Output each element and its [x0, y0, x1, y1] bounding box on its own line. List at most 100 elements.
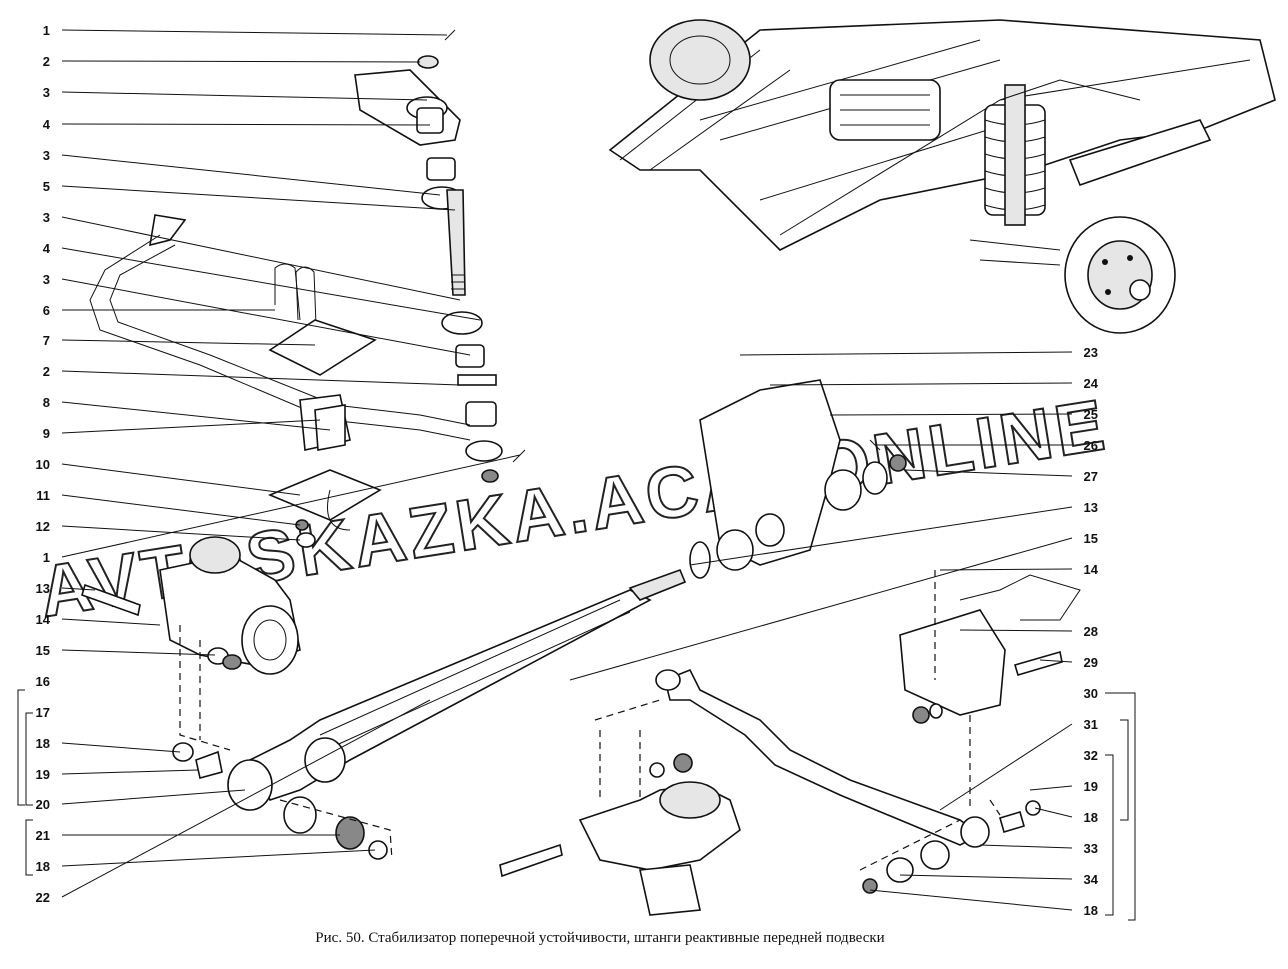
leader-line	[61, 789, 246, 805]
callout-label: 28	[1084, 624, 1098, 639]
callout-label: 30	[1084, 686, 1098, 701]
leader-line	[61, 185, 456, 211]
leader-line	[61, 419, 321, 434]
chassis-overview	[608, 19, 1276, 334]
leader-line	[61, 370, 461, 386]
callout-label: 18	[36, 859, 50, 874]
leader-line	[61, 742, 181, 753]
leader-line	[979, 844, 1073, 849]
brake-disc	[1064, 216, 1176, 334]
callout-label: 14	[1084, 562, 1099, 577]
callout-label: 5	[43, 179, 50, 194]
leader-line	[939, 723, 1073, 811]
callout-label: 17	[36, 705, 50, 720]
leader-line	[739, 351, 1073, 356]
leader-line	[769, 382, 1073, 386]
callout-label: 18	[1084, 810, 1098, 825]
leader-line	[569, 537, 1073, 681]
callout-label: 26	[1084, 438, 1098, 453]
callout-label: 7	[43, 333, 50, 348]
leader-line	[61, 769, 199, 775]
callout-label: 32	[1084, 748, 1098, 763]
leader-line	[61, 339, 316, 346]
callout-label: 29	[1084, 655, 1098, 670]
leader-line	[61, 29, 448, 36]
callout-label: 13	[1084, 500, 1098, 515]
callout-label: 24	[1084, 376, 1099, 391]
callout-label: 22	[36, 890, 50, 905]
leader-line	[61, 699, 431, 898]
frame-bracket	[859, 570, 1081, 894]
leader-line	[959, 629, 1073, 632]
leader-line	[61, 401, 331, 431]
callout-label: 15	[36, 643, 50, 658]
stabilizer-bar-lower	[499, 668, 982, 916]
callout-label: 34	[1084, 872, 1099, 887]
leader-layer	[61, 29, 1073, 911]
callout-label: 19	[36, 767, 50, 782]
leader-line	[869, 889, 1073, 911]
callout-label: 16	[36, 674, 50, 689]
callout-label: 6	[43, 303, 50, 318]
callout-label: 2	[43, 364, 50, 379]
callout-label: 3	[43, 148, 50, 163]
steering-knuckle	[81, 536, 301, 751]
leader-line	[61, 618, 161, 626]
leader-line	[1029, 785, 1073, 791]
callout-label: 33	[1084, 841, 1098, 856]
callout-label: 3	[43, 272, 50, 287]
callout-label: 18	[1084, 903, 1098, 918]
callout-label: 20	[36, 797, 50, 812]
figure-caption: Рис. 50. Стабилизатор поперечной устойчи…	[315, 930, 885, 946]
group-brackets	[17, 689, 1136, 921]
callout-label: 19	[1084, 779, 1098, 794]
leader-line	[61, 494, 301, 526]
reaction-rod	[172, 568, 687, 861]
leader-line	[61, 463, 301, 496]
callout-layer: 1234353436728910111211314151617181920211…	[36, 23, 1099, 918]
leader-line	[61, 454, 521, 558]
callout-label: 25	[1084, 407, 1098, 422]
leader-line	[829, 413, 1073, 416]
callout-label: 14	[36, 612, 51, 627]
callout-label: 1	[43, 23, 50, 38]
leader-line	[61, 216, 461, 301]
callout-label: 31	[1084, 717, 1098, 732]
leader-line	[939, 568, 1073, 571]
callout-label: 9	[43, 426, 50, 441]
leader-line	[61, 849, 376, 867]
leader-line	[899, 874, 1073, 880]
leader-line	[61, 587, 96, 591]
leader-line	[61, 154, 441, 196]
callout-label: 4	[43, 117, 51, 132]
coil-spring	[984, 84, 1046, 226]
callout-label: 10	[36, 457, 50, 472]
callout-label: 3	[43, 85, 50, 100]
leader-line	[1034, 807, 1073, 818]
leader-line	[61, 123, 431, 126]
leader-line	[61, 247, 481, 321]
callout-label: 13	[36, 581, 50, 596]
callout-label: 11	[36, 488, 50, 503]
leader-line	[61, 278, 471, 356]
callout-label: 4	[43, 241, 51, 256]
callout-label: 27	[1084, 469, 1098, 484]
leader-line	[61, 649, 216, 656]
stabilizer-bar	[89, 214, 471, 441]
leader-line	[61, 91, 428, 101]
callout-label: 8	[43, 395, 50, 410]
stabilizer-link-assembly	[354, 29, 526, 483]
callout-label: 1	[43, 550, 50, 565]
callout-label: 23	[1084, 345, 1098, 360]
leader-line	[904, 469, 1073, 477]
leader-line	[61, 60, 421, 63]
callout-label: 3	[43, 210, 50, 225]
callout-label: 18	[36, 736, 50, 751]
leader-line	[61, 525, 301, 541]
leader-line	[1039, 659, 1073, 663]
callout-label: 15	[1084, 531, 1098, 546]
callout-label: 2	[43, 54, 50, 69]
leader-line	[689, 506, 1073, 566]
